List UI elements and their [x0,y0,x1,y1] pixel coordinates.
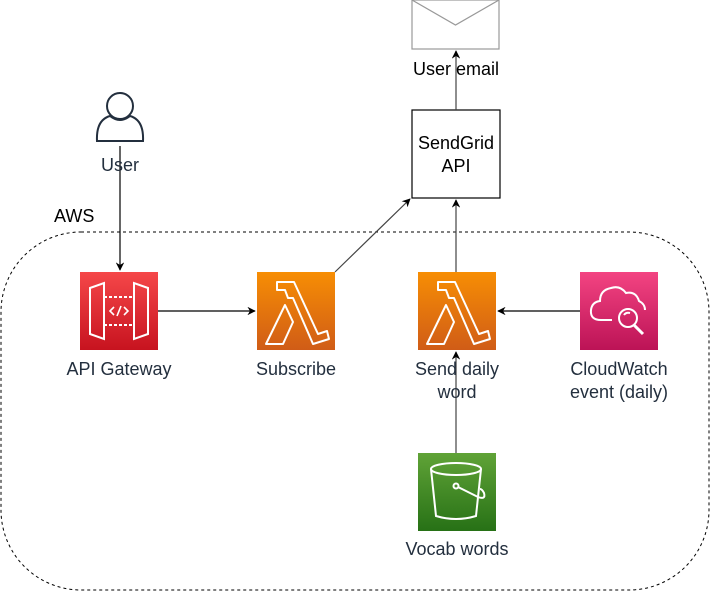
user-icon [95,92,145,142]
edges [115,50,580,453]
cloudwatch-label-line2: event (daily) [569,382,669,402]
vocab-words-label: Vocab words [405,539,509,559]
sendgrid-label-line2: API [441,156,471,176]
edge-subscribe-to-sendgrid [334,198,411,273]
api-gateway-icon[interactable] [80,272,158,350]
send-daily-word-label-line2: word [437,382,477,402]
user-label: User [100,155,139,175]
send-daily-word-label-line1: Send daily [414,359,500,379]
s3-bucket-icon[interactable] [418,453,496,531]
cloudwatch-label-line1: CloudWatch [570,359,668,379]
cloudwatch-icon[interactable] [580,272,658,350]
sendgrid-label-line1: SendGrid [417,133,495,153]
sendgrid-api-box[interactable] [411,109,501,199]
subscribe-label: Subscribe [255,359,337,379]
api-gateway-label: API Gateway [66,359,172,379]
user-email-label: User email [412,59,500,79]
aws-group-label: AWS [54,206,95,226]
envelope-icon [411,0,500,50]
lambda-icon[interactable] [257,272,335,350]
lambda-icon[interactable] [418,272,496,350]
